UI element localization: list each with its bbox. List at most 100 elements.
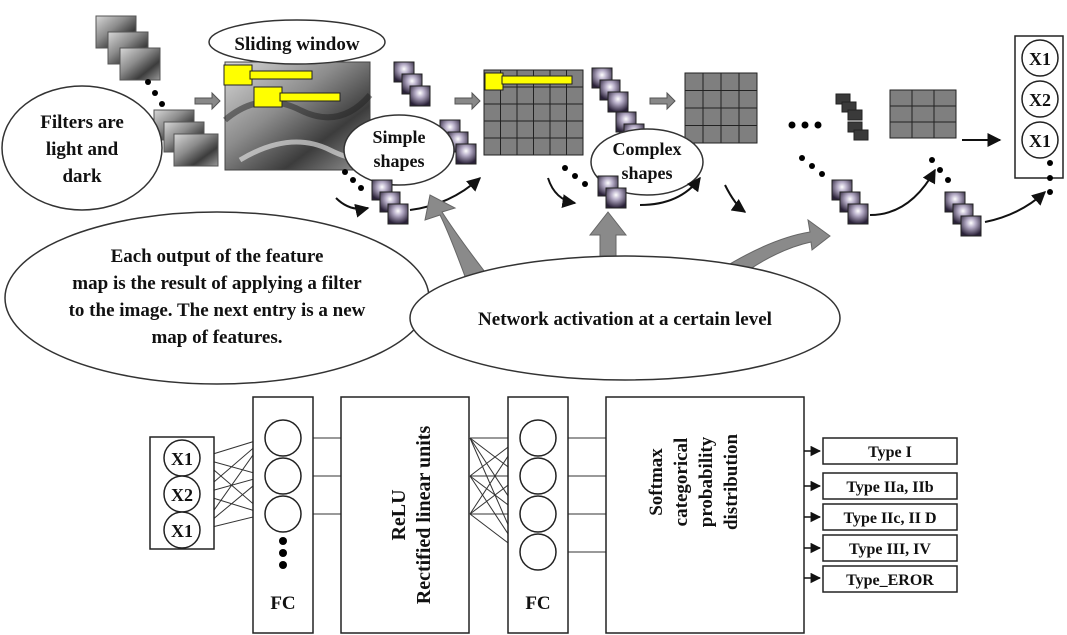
grid-cell [549, 120, 567, 139]
grid-cell [911, 121, 935, 139]
complex-shapes-line-2: shapes [621, 163, 672, 183]
grid-cell [549, 103, 567, 122]
feature-map-grid-2 [684, 72, 758, 144]
softmax-line-3: probability [696, 436, 717, 527]
complex-shapes-bubble [590, 128, 704, 196]
fc2-neurons [519, 419, 557, 571]
grid-cell [516, 120, 534, 139]
grid-cell [533, 120, 551, 139]
grid-cell [500, 137, 518, 156]
output-neuron-3: X1 [1029, 131, 1051, 151]
feature-map-line-4: map of features. [151, 327, 282, 348]
gray-arrow [194, 91, 221, 111]
simple-shapes-line-1: Simple [372, 127, 425, 147]
grid-cell [738, 125, 758, 144]
filter-stack-2 [342, 169, 409, 225]
grid-cell [566, 120, 584, 139]
grid-cell [483, 137, 501, 156]
grid-cell [738, 90, 758, 109]
input-neuron-3: X1 [171, 521, 193, 541]
grid-cell [516, 137, 534, 156]
fc1-neurons [264, 419, 302, 569]
softmax-layer [605, 396, 805, 634]
grid-cell [483, 103, 501, 122]
grid-cell [684, 72, 704, 91]
output-neuron-2: X2 [1029, 90, 1051, 110]
grid-cell [533, 103, 551, 122]
relu-title: ReLU [388, 489, 410, 540]
input-neuron-2: X2 [171, 485, 193, 505]
feature-map-line-3: to the image. The next entry is a new [69, 300, 366, 321]
feature-map-grid-1 [483, 69, 584, 156]
feature-map-line-1: Each output of the feature [111, 246, 324, 267]
filters-bubble [1, 85, 163, 211]
grid-cell [549, 86, 567, 105]
simple-shapes-bubble [343, 114, 455, 186]
filter-stack-4 [562, 165, 627, 209]
grid-cell [702, 125, 722, 144]
gray-arrow [649, 91, 676, 111]
grid-cell [500, 120, 518, 139]
grid-cell [738, 107, 758, 126]
grid-cell [911, 89, 935, 107]
grid-cell [702, 90, 722, 109]
grid-cell [483, 120, 501, 139]
input-neurons: X1 X2 X1 [163, 439, 201, 549]
relu-layer [340, 396, 470, 634]
sliding-window-bubble [208, 19, 386, 65]
grid-cell [889, 105, 913, 123]
grid-cell [702, 72, 722, 91]
grid-cell [720, 125, 740, 144]
grid-cell [702, 107, 722, 126]
grid-cell [516, 86, 534, 105]
input-image-stack [95, 15, 219, 167]
grid-cell [720, 90, 740, 109]
fc1-label: FC [270, 593, 295, 614]
grid-cell [911, 105, 935, 123]
grid-cell [566, 86, 584, 105]
filters-line-2: light and [46, 139, 119, 160]
input-neuron-1: X1 [171, 449, 193, 469]
output-type-5: Type_EROR [846, 572, 934, 589]
filters-line-1: Filters are [40, 112, 124, 133]
feature-map-bubble [4, 211, 430, 385]
grid-cell [566, 103, 584, 122]
simple-shapes-line-2: shapes [373, 151, 424, 171]
softmax-line-1: Softmax [646, 448, 667, 516]
grid-cell [720, 72, 740, 91]
softmax-line-4: distribution [721, 434, 742, 531]
output-types: Type I Type IIa, IIb Type IIc, II D Type… [804, 437, 958, 593]
output-type-1: Type I [868, 444, 912, 461]
feature-map-grid-3 [889, 89, 957, 139]
fc2-label: FC [525, 593, 550, 614]
input-image [223, 61, 373, 171]
filter-stack-5 [835, 93, 869, 141]
filter-stack-6 [831, 179, 869, 225]
gray-arrow [454, 91, 481, 111]
grid-cell [889, 121, 913, 139]
activation-label: Network activation at a certain level [478, 309, 772, 330]
sliding-window-label: Sliding window [234, 34, 359, 55]
softmax-line-2: categorical [671, 438, 692, 527]
feature-map-line-2: map is the result of applying a filter [72, 273, 362, 294]
output-type-4: Type III, IV [849, 541, 931, 558]
grid-cell [933, 89, 957, 107]
grid-cell [933, 105, 957, 123]
output-type-2: Type IIa, IIb [846, 479, 933, 496]
grid-cell [933, 121, 957, 139]
grid-cell [720, 107, 740, 126]
grid-cell [533, 86, 551, 105]
grid-cell [738, 72, 758, 91]
filter-stack-1 [393, 61, 477, 165]
complex-shapes-line-1: Complex [613, 139, 682, 159]
grid-cell [500, 103, 518, 122]
filters-line-3: dark [62, 166, 102, 187]
relu-subtitle: Rectified linear units [413, 426, 435, 605]
grid-cell [549, 137, 567, 156]
filter-stack-7 [944, 191, 982, 237]
grid-cell [684, 90, 704, 109]
activation-bubble [409, 255, 841, 381]
output-neuron-1: X1 [1029, 49, 1051, 69]
